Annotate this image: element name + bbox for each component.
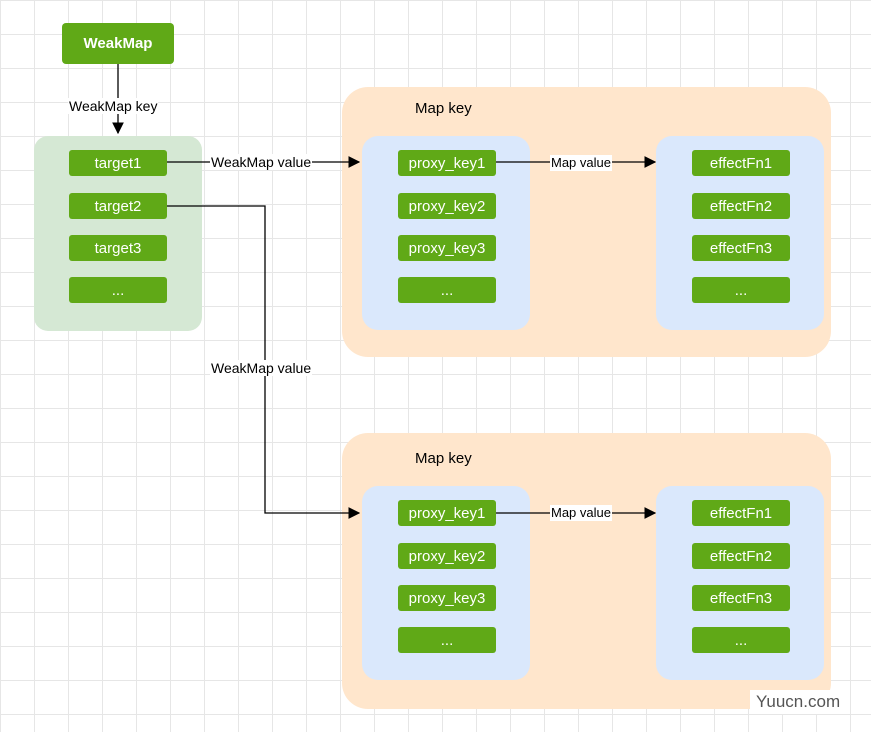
map-1-key-node-2: proxy_key2 bbox=[398, 193, 496, 219]
map-2-effect-node-1: effectFn1 bbox=[692, 500, 790, 526]
map-1-key-node-3: proxy_key3 bbox=[398, 235, 496, 261]
map-2-effect-node-2: effectFn2 bbox=[692, 543, 790, 569]
map-1-effect-node-1: effectFn1 bbox=[692, 150, 790, 176]
map-value-label-2: Map value bbox=[550, 505, 612, 521]
map-2-effect-node-3: effectFn3 bbox=[692, 585, 790, 611]
map-1-effect-node-2: effectFn2 bbox=[692, 193, 790, 219]
weakmap-value-label-1: WeakMap value bbox=[210, 154, 313, 170]
weakmap-root-node: WeakMap bbox=[62, 23, 174, 64]
watermark: Yuucn.com bbox=[750, 690, 847, 714]
map-1-key-node-1: proxy_key1 bbox=[398, 150, 496, 176]
map-2-key-node-more: ... bbox=[398, 627, 496, 653]
map-2-key-node-1: proxy_key1 bbox=[398, 500, 496, 526]
map-1-title: Map key bbox=[415, 100, 472, 117]
map-2-title: Map key bbox=[415, 450, 472, 467]
weakmap-key-label: WeakMap key bbox=[68, 98, 159, 114]
map-1-key-node-more: ... bbox=[398, 277, 496, 303]
target-node-1: target1 bbox=[69, 150, 167, 176]
map-2-effect-node-more: ... bbox=[692, 627, 790, 653]
map-value-label-1: Map value bbox=[550, 155, 612, 171]
target-node-more: ... bbox=[69, 277, 167, 303]
weakmap-value-label-2: WeakMap value bbox=[210, 360, 313, 376]
target-node-3: target3 bbox=[69, 235, 167, 261]
target-node-2: target2 bbox=[69, 193, 167, 219]
edge-target2-weakmap-value bbox=[167, 205, 361, 519]
map-1-effect-node-3: effectFn3 bbox=[692, 235, 790, 261]
map-2-key-node-3: proxy_key3 bbox=[398, 585, 496, 611]
map-2-key-node-2: proxy_key2 bbox=[398, 543, 496, 569]
map-1-effect-node-more: ... bbox=[692, 277, 790, 303]
